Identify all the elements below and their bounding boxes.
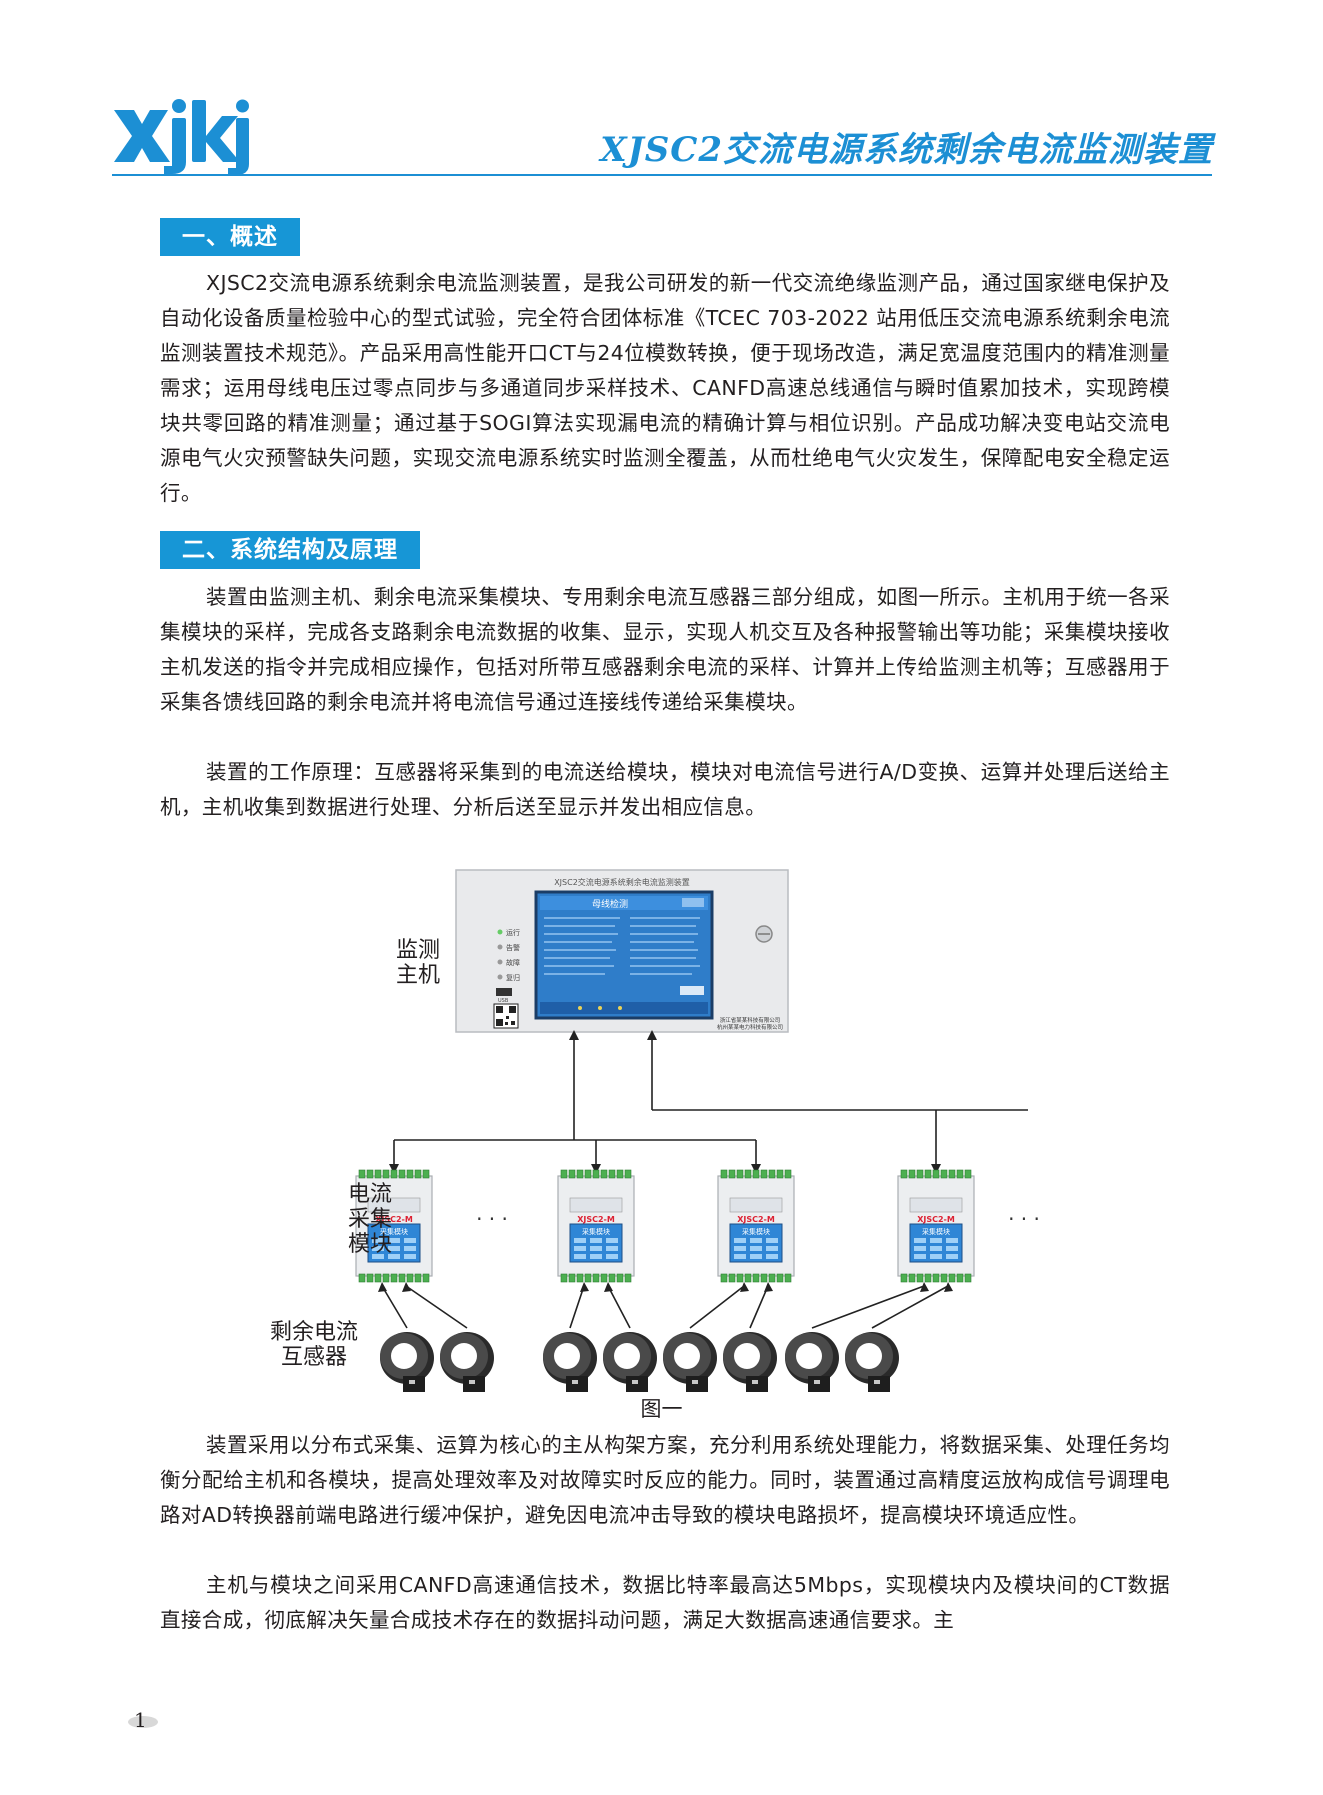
current-transformer-icon — [380, 1332, 434, 1392]
current-transformers — [380, 1332, 899, 1392]
acquisition-module: XJSC2-M 采集模块 — [557, 1169, 635, 1283]
module-ellipsis-right: · · · — [1008, 1207, 1040, 1231]
module-ellipsis-middle: · · · — [476, 1207, 508, 1231]
module-label-line-1: 电流 — [348, 1182, 393, 1207]
document-title: XJSC2交流电源系统剩余电流监测装置 — [600, 130, 1213, 170]
page-number-shadow — [128, 1716, 158, 1728]
ct-label-line-2: 互感器 — [281, 1345, 348, 1370]
module-sub-label: 采集模块 — [922, 1227, 950, 1236]
current-transformer-icon — [543, 1332, 597, 1392]
acquisition-module: XJSC2-M 采集模块 — [355, 1169, 433, 1283]
module-model-label: XJSC2-M — [577, 1215, 615, 1224]
bus-arrowheads — [389, 1030, 941, 1174]
led-fault-label: 故障 — [506, 958, 520, 967]
module-sub-label: 采集模块 — [582, 1227, 610, 1236]
current-transformer-icon — [440, 1332, 494, 1392]
usb-label: USB — [498, 998, 509, 1004]
led-alarm-label: 告警 — [506, 943, 520, 952]
host-label: 监测 主机 — [396, 938, 440, 988]
led-reset-label: 复归 — [506, 973, 520, 982]
system-diagram: XJSC2交流电源系统剩余电流监测装置 运行 告警 故障 复归 USB 母线检测 — [160, 850, 1170, 1410]
host-panel-title: XJSC2交流电源系统剩余电流监测装置 — [554, 877, 690, 887]
acquisition-module: XJSC2-M 采集模块 — [897, 1169, 975, 1283]
company-logo — [114, 99, 249, 175]
host-label-line-1: 监测 — [396, 938, 441, 963]
current-transformer-icon — [603, 1332, 657, 1392]
host-label-line-2: 主机 — [396, 963, 441, 988]
ct-label-line-1: 剩余电流 — [270, 1320, 359, 1345]
module-model-label: XJSC2-M — [737, 1215, 775, 1224]
structure-paragraph: 装置由监测主机、剩余电流采集模块、专用剩余电流互感器三部分组成，如图一所示。主机… — [160, 585, 1170, 714]
principle-paragraph: 装置的工作原理：互感器将采集到的电流送给模块，模块对电流信号进行A/D变换、运算… — [160, 760, 1170, 819]
module-label: 电流 采集 模块 — [348, 1182, 392, 1257]
host-company-line-2: 杭州某某电力科技有限公司 — [717, 1023, 783, 1031]
led-run-label: 运行 — [506, 928, 520, 937]
ct-label: 剩余电流 互感器 — [270, 1320, 358, 1370]
acquisition-module: XJSC2-M 采集模块 — [717, 1169, 795, 1283]
ct-connections — [378, 1282, 953, 1329]
page-number: 1 — [134, 1708, 147, 1732]
current-transformer-icon — [785, 1332, 839, 1392]
acquisition-modules: XJSC2-M采集模块XJSC2-M采集模块XJSC2-M采集模块XJSC2-M… — [355, 1169, 975, 1283]
screen-title: 母线检测 — [592, 898, 628, 910]
monitor-host-unit: XJSC2交流电源系统剩余电流监测装置 运行 告警 故障 复归 USB 母线检测 — [455, 869, 789, 1033]
header-divider — [112, 174, 1212, 176]
system-diagram-graphic: XJSC2交流电源系统剩余电流监测装置 运行 告警 故障 复归 USB 母线检测 — [355, 869, 1040, 1392]
figure-caption: 图一 — [640, 1397, 683, 1421]
qr-code-icon — [493, 1003, 519, 1029]
overview-paragraph: XJSC2交流电源系统剩余电流监测装置，是我公司研发的新一代交流绝缘监测产品，通… — [160, 271, 1170, 505]
current-transformer-icon — [663, 1332, 717, 1392]
current-transformer-icon — [845, 1332, 899, 1392]
module-model-label: XJSC2-M — [375, 1215, 413, 1224]
architecture-paragraph: 装置采用以分布式采集、运算为核心的主从构架方案，充分利用系统处理能力，将数据采集… — [160, 1433, 1170, 1527]
module-label-line-2: 采集 — [348, 1207, 393, 1232]
current-transformer-icon — [723, 1332, 777, 1392]
section-heading-overview: 一、概述 — [160, 218, 300, 256]
section-heading-structure: 二、系统结构及原理 — [160, 531, 420, 569]
usb-port-icon — [496, 988, 512, 996]
module-label-line-3: 模块 — [348, 1232, 393, 1257]
module-sub-label: 采集模块 — [380, 1227, 408, 1236]
host-company-line-1: 浙江省某某科技有限公司 — [720, 1016, 781, 1024]
communication-paragraph: 主机与模块之间采用CANFD高速通信技术，数据比特率最高达5Mbps，实现模块内… — [160, 1573, 1170, 1632]
module-model-label: XJSC2-M — [917, 1215, 955, 1224]
bus-connections — [393, 1036, 1028, 1168]
module-sub-label: 采集模块 — [742, 1227, 770, 1236]
